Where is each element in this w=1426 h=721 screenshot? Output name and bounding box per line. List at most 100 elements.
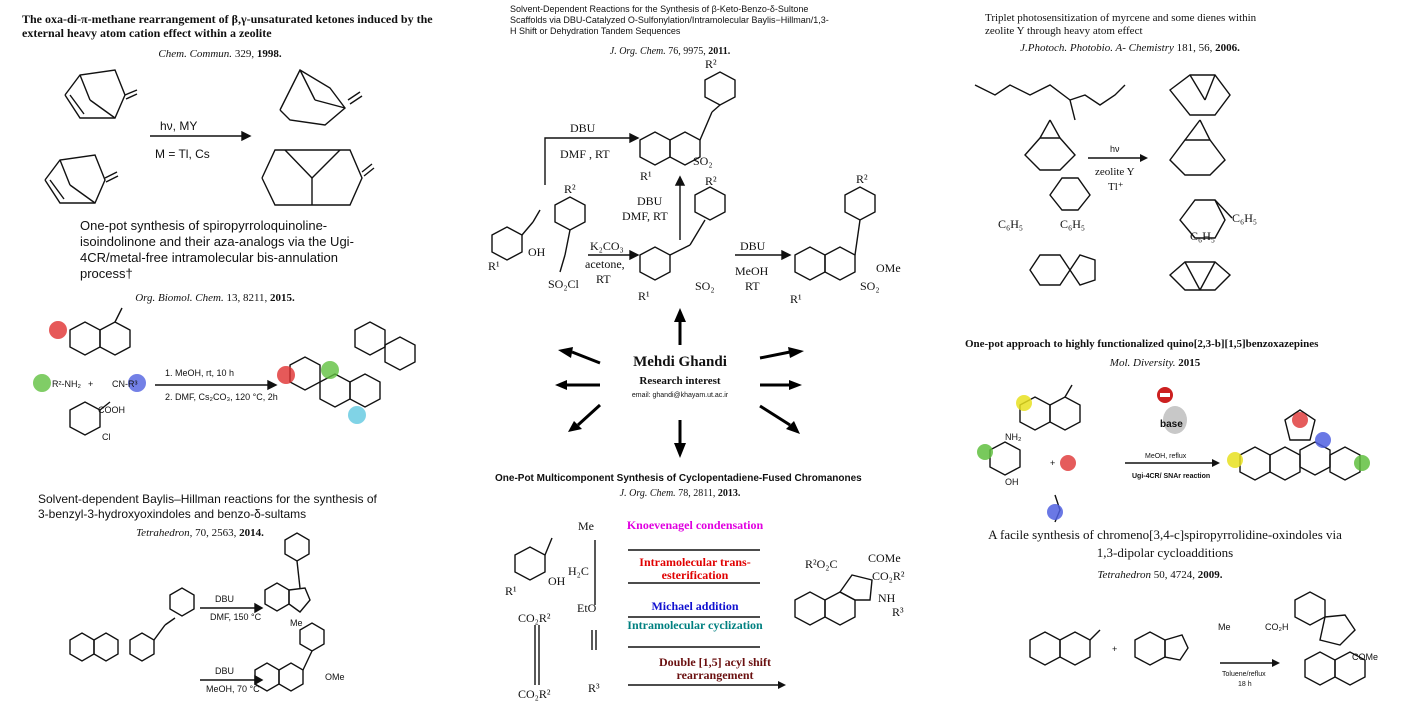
bl-year: 2014. bbox=[239, 527, 264, 539]
br-year: 2009. bbox=[1197, 569, 1223, 581]
tc-dbu2: DBU bbox=[637, 194, 663, 208]
tc-sultone-keto bbox=[639, 71, 736, 166]
tl-ref: 329, bbox=[234, 48, 255, 60]
tc-r1-b: R¹ bbox=[640, 169, 652, 183]
br-me: Me bbox=[1218, 622, 1231, 632]
center-email[interactable]: email: ghandi@khayam.ut.ac.ir bbox=[631, 392, 729, 399]
mr-cond-1: MeOH, reflux bbox=[1145, 453, 1187, 460]
bc-r1: R¹ bbox=[505, 584, 517, 598]
tl-title: The oxa-di-π-methane rearrangement of β,… bbox=[22, 12, 433, 40]
bl-citation: Tetrahedron, 70, 2563, 2014. bbox=[100, 527, 300, 539]
tl-year: 1998. bbox=[256, 48, 282, 60]
tr-cond-1: hν bbox=[1110, 144, 1120, 154]
tl-cond-2: M = Tl, Cs bbox=[155, 147, 210, 161]
tc-rt3: RT bbox=[745, 279, 760, 293]
bc-step-michael: Michael addition bbox=[651, 599, 739, 613]
tc-salicylaldehyde bbox=[491, 209, 541, 261]
ml-quinoline-aldehyde bbox=[69, 307, 131, 356]
center-subtitle: Research interest bbox=[639, 375, 721, 387]
ml-plus: + bbox=[88, 379, 93, 389]
tc-dbu: DBU bbox=[570, 121, 596, 135]
tl-product-2 bbox=[261, 149, 375, 206]
tr-ref: 181, 56, bbox=[1176, 42, 1213, 54]
tc-journal: J. Org. Chem. bbox=[609, 46, 666, 57]
bc-ref: 78, 2811, bbox=[678, 488, 716, 499]
mr-year: 2015 bbox=[1178, 357, 1201, 369]
tr-title: Triplet photosensitization of myrcene an… bbox=[985, 12, 1257, 37]
ml-year: 2015. bbox=[270, 292, 295, 304]
tc-ref: 76, 9975, bbox=[668, 46, 706, 57]
tc-title: Solvent-Dependent Reactions for the Synt… bbox=[510, 4, 829, 36]
tc-r1-a: R¹ bbox=[488, 259, 500, 273]
bl-cond-2a: DBU bbox=[215, 666, 234, 676]
bc-isocyanide bbox=[591, 630, 597, 650]
tc-r1-d: R¹ bbox=[790, 292, 802, 306]
tc-ome: OMe bbox=[876, 261, 901, 275]
tc-meoh: MeOH bbox=[735, 264, 769, 278]
bl-me: Me bbox=[290, 618, 303, 628]
tc-citation: J. Org. Chem. 76, 9975, 2011. bbox=[570, 46, 770, 57]
bl-quinoline bbox=[69, 632, 119, 662]
mr-oh: OH bbox=[1005, 477, 1019, 487]
bc-co2r2-c: CO₂R² bbox=[872, 569, 905, 583]
br-reagent: CO₂H bbox=[1265, 622, 1289, 632]
tc-so2-a: SO₂ bbox=[693, 154, 713, 168]
tc-sulfonate-intermediate bbox=[639, 186, 726, 281]
bc-step-acyl-shift: Double [1,5] acyl shift rearrangement bbox=[659, 655, 771, 682]
bc-journal: J. Org. Chem. bbox=[619, 488, 676, 499]
tc-r1-c: R¹ bbox=[638, 289, 650, 303]
bc-r2o2c: R²O₂C bbox=[805, 557, 837, 571]
tr-cond-3: Tl⁺ bbox=[1108, 181, 1124, 193]
bl-title: Solvent-dependent Baylis–Hillman reactio… bbox=[38, 492, 377, 521]
bc-year: 2013. bbox=[717, 488, 741, 499]
tc-arrow-dbu-dmf bbox=[544, 137, 630, 185]
mr-journal: Mol. Diversity. bbox=[1109, 357, 1176, 369]
tc-r2-a: R² bbox=[564, 182, 576, 196]
colored-substituents bbox=[33, 321, 1370, 520]
bc-product bbox=[794, 574, 873, 626]
tc-rt: RT bbox=[596, 272, 611, 286]
mr-cond-2: Ugi-4CR/ SNAr reaction bbox=[1132, 473, 1210, 480]
br-cond-1: Toluene/reflux bbox=[1222, 671, 1266, 678]
bc-co2r2-a: CO₂R² bbox=[518, 611, 551, 625]
bl-cond-2b: MeOH, 70 °C bbox=[206, 684, 260, 694]
tr-year: 2006. bbox=[1215, 42, 1240, 54]
tr-c6h5-d: C₆H₅ bbox=[1190, 229, 1215, 243]
ml-title: One-pot synthesis of spiropyrroloquinoli… bbox=[80, 218, 354, 281]
bc-eto: EtO bbox=[577, 601, 597, 615]
br-ref: 50, 4724, bbox=[1153, 569, 1196, 581]
br-plus: + bbox=[1112, 644, 1117, 654]
mr-product bbox=[1239, 409, 1361, 481]
tc-so2-c: SO₂ bbox=[860, 279, 880, 293]
mr-aminophenol bbox=[989, 441, 1021, 476]
bc-title: One-Pot Multicomponent Synthesis of Cycl… bbox=[495, 473, 862, 484]
ml-picolinic-acid bbox=[69, 401, 111, 436]
tr-c6h5-a: C₆H₅ bbox=[998, 217, 1023, 231]
bc-step-arrows bbox=[628, 549, 778, 686]
tl-bicyclo-ketone-1 bbox=[64, 69, 138, 119]
br-come: COMe bbox=[1352, 652, 1378, 662]
ml-citation: Org. Biomol. Chem. 13, 8211, 2015. bbox=[100, 292, 330, 304]
bc-me: Me bbox=[578, 519, 594, 533]
bl-sultam bbox=[254, 622, 325, 692]
br-cond-2: 18 h bbox=[1238, 681, 1252, 688]
tc-dmfrt2: DMF, RT bbox=[622, 209, 668, 223]
tc-sultone-ome bbox=[794, 186, 876, 281]
bl-cond-1a: DBU bbox=[215, 594, 234, 604]
tc-r2-b: R² bbox=[705, 57, 717, 71]
bc-r3: R³ bbox=[588, 681, 600, 695]
br-citation: Tetrahedron 50, 4724, 2009. bbox=[1080, 569, 1240, 581]
br-journal: Tetrahedron bbox=[1097, 569, 1152, 581]
ml-product bbox=[289, 321, 416, 408]
br-acetylcoumarin bbox=[1029, 629, 1101, 666]
tc-so2cl: SO₂Cl bbox=[548, 277, 580, 291]
bc-come: COMe bbox=[868, 551, 901, 565]
bl-ref: 70, 2563, bbox=[195, 527, 237, 539]
tr-myrcene bbox=[974, 84, 1126, 121]
mr-citation: Mol. Diversity. 2015 bbox=[1080, 357, 1230, 369]
tl-journal: Chem. Commun. bbox=[158, 48, 233, 60]
tr-products bbox=[1168, 74, 1233, 291]
tl-cond-1: hν, MY bbox=[160, 119, 197, 133]
bc-salicylaldehyde bbox=[514, 537, 553, 581]
